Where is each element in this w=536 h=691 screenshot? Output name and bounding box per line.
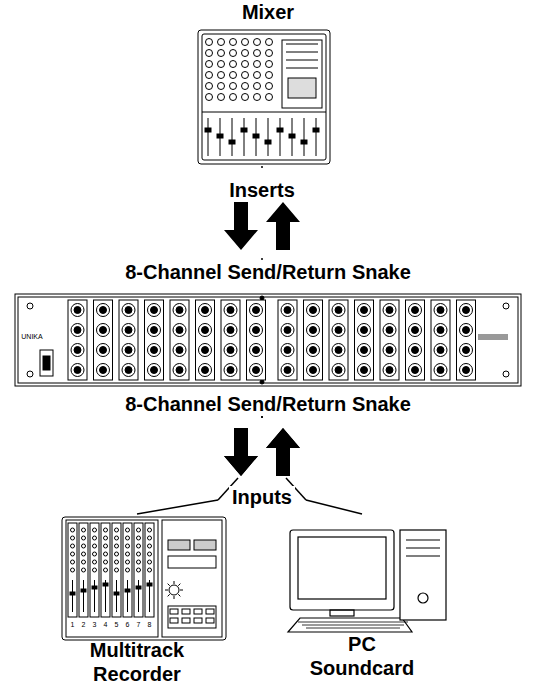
connector-label: Inputs bbox=[229, 486, 295, 508]
block-arrow bbox=[224, 202, 258, 250]
device-label: 8-Channel Send/Return Snake bbox=[18, 260, 518, 284]
mixer-illustration bbox=[198, 30, 330, 164]
connector-line bbox=[261, 416, 263, 418]
connector-line bbox=[261, 258, 263, 260]
device-label: PC Soundcard bbox=[303, 632, 421, 680]
snake-node: 8-Channel Send/Return Snake 8-Channel Sen… bbox=[15, 260, 521, 416]
channel-number: 7 bbox=[134, 621, 143, 628]
snake-rack-illustration bbox=[15, 294, 521, 386]
signal-connector bbox=[137, 416, 300, 514]
recorder-node: Multitrack Recorder bbox=[47, 514, 227, 686]
connector-line bbox=[261, 416, 263, 418]
brand-label: UNIKA bbox=[21, 333, 43, 340]
pc-node: PC Soundcard bbox=[277, 514, 447, 680]
block-arrow bbox=[266, 428, 300, 476]
connector-label: Inserts bbox=[226, 179, 298, 201]
illustration-space bbox=[170, 24, 366, 166]
illustration-space bbox=[15, 284, 521, 392]
block-arrow bbox=[224, 428, 258, 476]
connector-line bbox=[306, 500, 362, 514]
channel-number: 4 bbox=[101, 621, 110, 628]
channel-number: 6 bbox=[123, 621, 132, 628]
mixer-node: Mixer bbox=[170, 0, 366, 166]
signal-connector bbox=[224, 166, 300, 260]
multitrack-recorder-illustration bbox=[62, 517, 226, 640]
device-label: Multitrack Recorder bbox=[78, 638, 196, 686]
illustration-space bbox=[277, 514, 447, 632]
device-label: Mixer bbox=[173, 0, 363, 24]
device-label: 8-Channel Send/Return Snake bbox=[18, 392, 518, 416]
channel-number: 3 bbox=[90, 621, 99, 628]
block-arrow bbox=[266, 202, 300, 250]
block-arrow bbox=[224, 428, 258, 476]
channel-number: 2 bbox=[79, 621, 88, 628]
signal-connector bbox=[224, 416, 362, 514]
channel-number: 8 bbox=[145, 621, 154, 628]
connector-line bbox=[261, 166, 263, 168]
channel-number: 5 bbox=[112, 621, 121, 628]
illustration-space bbox=[47, 514, 227, 638]
channel-number: 1 bbox=[68, 621, 77, 628]
connector-line bbox=[137, 500, 218, 514]
block-arrow bbox=[266, 428, 300, 476]
pc-illustration bbox=[288, 530, 446, 632]
